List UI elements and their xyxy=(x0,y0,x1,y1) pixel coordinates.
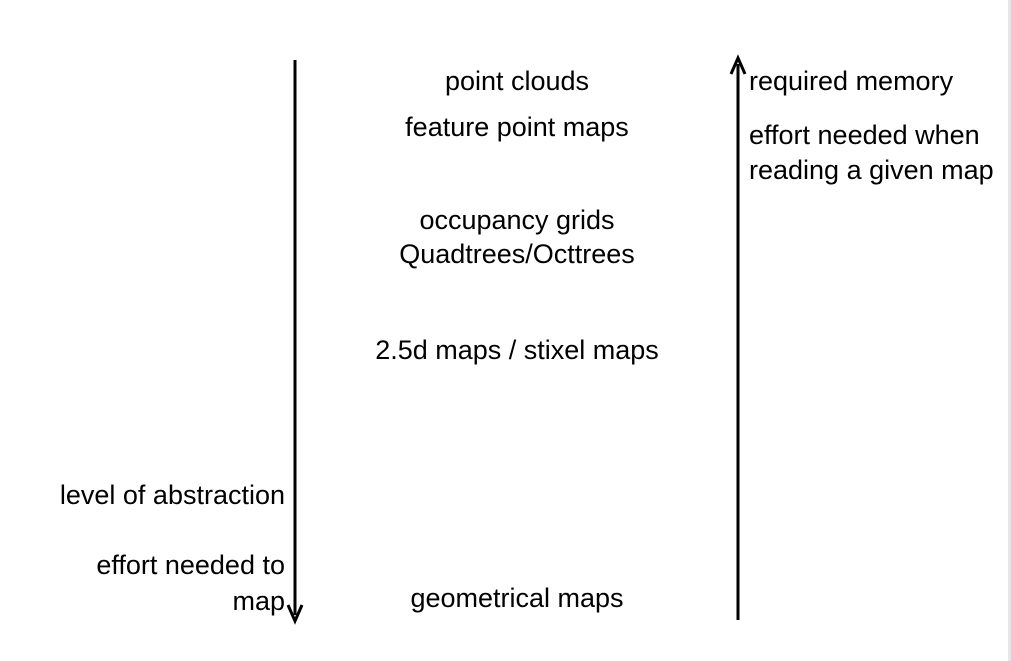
map-type-occupancy-grids: occupancy grids xyxy=(419,205,615,235)
map-type-2-5d-maps: 2.5d maps / stixel maps xyxy=(375,335,659,365)
left-axis-label-map: map xyxy=(232,586,285,616)
left-axis-label-abstraction: level of abstraction xyxy=(59,480,285,510)
left-axis-arrow xyxy=(286,60,304,625)
map-type-quadtrees: Quadtrees/Octtrees xyxy=(399,239,635,269)
map-type-feature-point-maps: feature point maps xyxy=(405,112,629,142)
map-type-point-clouds: point clouds xyxy=(444,66,590,96)
right-axis-label-memory: required memory xyxy=(749,66,954,96)
map-type-geometrical-maps: geometrical maps xyxy=(410,583,624,613)
left-axis-label-effort: effort needed to xyxy=(96,550,285,580)
right-axis-label-reading-effort: effort needed when reading a given map xyxy=(749,120,994,185)
page-edge xyxy=(1008,0,1011,661)
right-axis-arrow xyxy=(729,54,747,620)
